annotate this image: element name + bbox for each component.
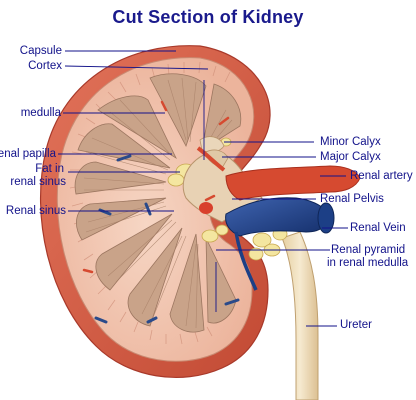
- label-major-calyx: Major Calyx: [320, 151, 381, 163]
- renal-pyramids: [74, 73, 242, 333]
- label-fat-line1: Fat in: [35, 163, 64, 175]
- label-pyramid-line1: Renal pyramid: [331, 244, 406, 256]
- label-renal-pelvis: Renal Pelvis: [320, 193, 384, 205]
- renal-artery: [225, 165, 361, 201]
- ureter: [281, 231, 319, 400]
- label-ureter: Ureter: [340, 319, 372, 331]
- diagram-title: Cut Section of Kidney: [112, 7, 304, 27]
- label-pyramid-line2: in renal medulla: [327, 257, 409, 269]
- renal-sinus-vessel: [199, 202, 213, 214]
- pyramid-striations: [83, 77, 233, 329]
- label-medulla: medulla: [20, 107, 61, 119]
- label-renal-vein: Renal Vein: [350, 222, 406, 234]
- renal-vein-opening: [317, 202, 335, 234]
- label-fat-line2: renal sinus: [10, 176, 66, 188]
- label-cortex: Cortex: [28, 60, 62, 72]
- label-renal-artery: Renal artery: [350, 170, 413, 182]
- label-renal-papilla: Renal papilla: [0, 148, 56, 160]
- label-capsule: Capsule: [19, 45, 62, 57]
- label-minor-calyx: Minor Calyx: [320, 136, 381, 148]
- leader-lines: [58, 50, 348, 312]
- label-renal-sinus: Renal sinus: [5, 205, 66, 217]
- renal-artery-branch: [196, 146, 226, 172]
- renal-vein-branch: [234, 231, 258, 291]
